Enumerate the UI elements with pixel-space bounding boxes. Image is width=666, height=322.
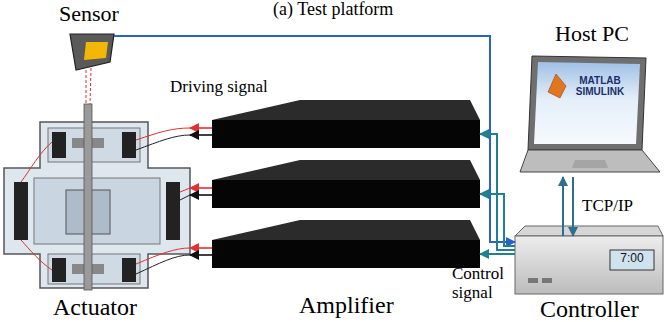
coil	[122, 132, 136, 158]
coil-wire	[21, 240, 52, 270]
controller-front	[515, 236, 663, 294]
controller-illustration	[515, 226, 663, 294]
signal-line	[190, 134, 212, 136]
controller-node: Controller7:00	[515, 236, 663, 294]
host-pc-label: Host PC	[555, 22, 629, 46]
controller-display	[610, 250, 654, 270]
laser-beam	[86, 70, 87, 104]
sensor-label: Sensor	[59, 2, 119, 26]
laptop-screen	[534, 62, 640, 144]
amplifier-label: Amplifier	[299, 292, 394, 318]
figure-title: (a) Test platform	[273, 0, 393, 20]
amplifier-front	[212, 240, 480, 268]
signal-line	[190, 247, 212, 249]
laptop-illustration	[520, 56, 660, 172]
signal-line	[190, 254, 212, 256]
coil-wire	[136, 135, 190, 150]
signal-line	[190, 187, 212, 189]
host-pc-node: Host PC MATLAB SIMULINK	[522, 22, 662, 177]
coil	[122, 258, 136, 282]
laptop-base	[520, 150, 660, 172]
coil-wire	[136, 255, 190, 274]
amplifier-top	[212, 160, 480, 180]
signal-label: TCP/IP	[582, 197, 633, 216]
signal-line	[190, 127, 212, 129]
signal-line	[480, 134, 515, 250]
actuator-illustration	[4, 104, 190, 290]
amplifier-front	[212, 120, 480, 148]
shaft	[84, 104, 92, 290]
amplifier-front	[212, 180, 480, 208]
actuator-chamber	[48, 128, 140, 162]
software-logo	[548, 74, 566, 98]
laptop-bezel	[528, 56, 646, 150]
coil	[52, 258, 66, 282]
coil	[52, 132, 66, 158]
signal-connector	[190, 128, 212, 255]
signal-line	[114, 36, 515, 242]
sensor-node: Sensor	[64, 2, 114, 70]
actuator-node: Actuator	[0, 70, 190, 292]
sensor-window	[84, 42, 108, 60]
actuator-chamber	[34, 178, 160, 244]
signal-label: Control signal	[452, 265, 516, 302]
signal-line	[572, 177, 574, 236]
amplifier-stack	[212, 100, 480, 268]
signal-label: Driving signal	[170, 78, 268, 97]
coil-wire	[180, 195, 190, 200]
amplifier-top	[212, 220, 480, 240]
sensor-icon	[70, 34, 114, 104]
actuator-housing	[4, 122, 190, 288]
controller-label: Controller	[540, 296, 639, 322]
controller-top	[515, 226, 663, 236]
display-reading: 7:00	[612, 252, 652, 265]
coil-wire	[136, 128, 190, 140]
signal-line	[480, 194, 515, 246]
coil	[166, 182, 180, 240]
controller-button	[528, 278, 538, 283]
signal-connector	[480, 134, 515, 254]
software-logo-text: MATLAB SIMULINK	[571, 75, 629, 97]
signal-connector	[563, 177, 573, 236]
amplifier-top	[212, 100, 480, 120]
signal-line	[480, 253, 515, 255]
sensor-body	[70, 34, 114, 70]
coil	[14, 182, 28, 240]
signal-connector	[114, 36, 515, 242]
actuator-label: Actuator	[53, 294, 137, 320]
laptop-touchpad	[572, 160, 608, 168]
coil-wire	[21, 142, 52, 182]
controller-button	[542, 278, 552, 283]
signal-line	[562, 177, 564, 236]
amplifier-node: Amplifier	[212, 100, 480, 290]
coil-wire	[180, 188, 190, 192]
signal-line	[190, 194, 212, 196]
actuator-chamber	[48, 254, 140, 284]
laser-beam	[90, 68, 91, 104]
